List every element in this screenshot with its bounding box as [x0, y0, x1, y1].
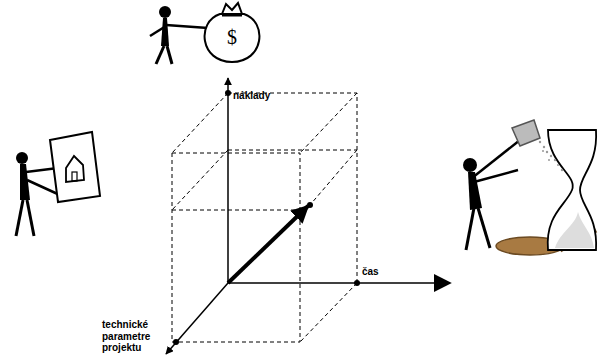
coordinate-axes	[166, 78, 450, 354]
house-plan-figure	[16, 132, 100, 236]
axis-dots	[173, 90, 360, 345]
hourglass-figure	[463, 120, 596, 255]
dashed-cube	[172, 93, 357, 342]
currency-symbol: $	[227, 26, 237, 49]
result-vector	[228, 206, 308, 283]
axis-label: čas	[362, 266, 379, 278]
axis-label: technické parametre projektu	[102, 319, 162, 354]
money-bag-figure	[150, 3, 259, 64]
axis-label: náklady	[233, 90, 270, 102]
